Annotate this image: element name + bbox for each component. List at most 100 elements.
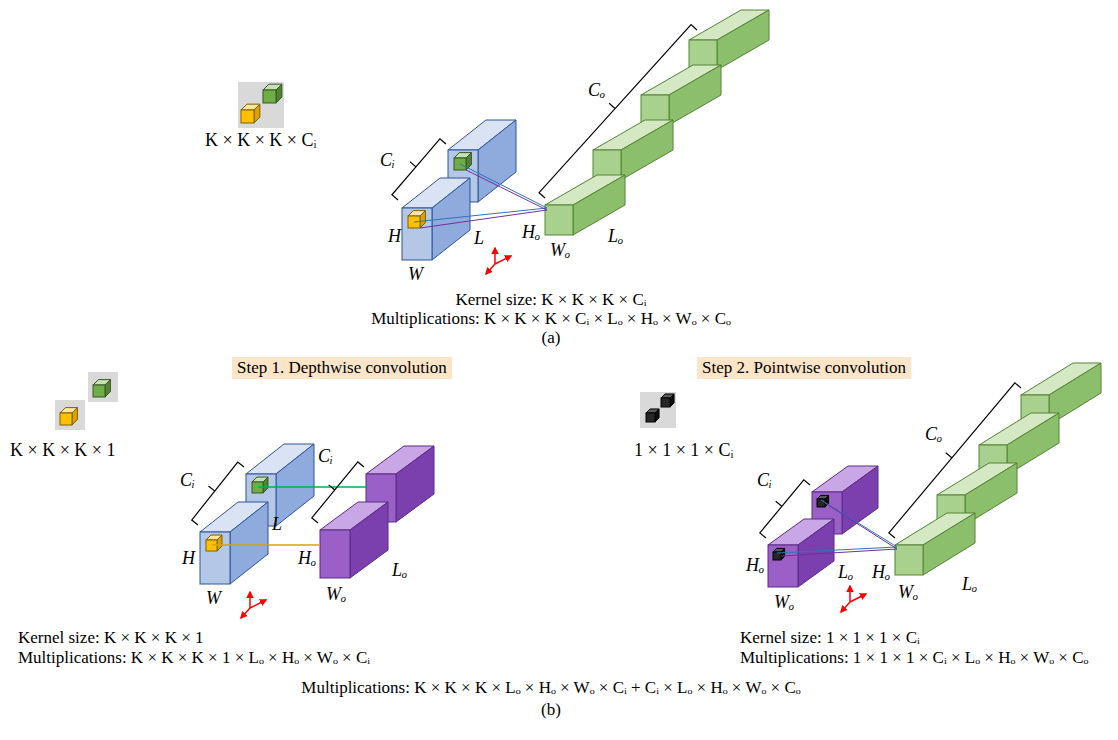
output-feature-map — [689, 10, 769, 70]
axis-arrow — [494, 248, 496, 264]
axis-arrow — [486, 264, 495, 274]
caption-text: Multiplications: K × K × K × Lₒ × Hₒ × W… — [301, 678, 800, 698]
dimension-label: Wₒ — [326, 584, 346, 605]
dimension-label: Cᵢ — [318, 446, 333, 467]
projection-line — [258, 486, 366, 488]
bracket — [889, 383, 1021, 538]
box-front — [895, 545, 923, 575]
dimension-label: K × K × K × 1 — [10, 440, 115, 461]
caption-text: (b) — [541, 700, 561, 720]
kernel-background — [640, 392, 676, 428]
kernel-background — [55, 400, 85, 430]
dimension-label: Cᵢ — [380, 150, 395, 171]
bracket — [312, 462, 364, 523]
kernel-cube — [646, 409, 659, 422]
dimension-label: Cᵢ — [757, 470, 772, 491]
box-side — [396, 446, 434, 522]
box-side — [717, 10, 769, 70]
box-side — [350, 502, 388, 578]
box-front — [661, 398, 670, 407]
box-front — [402, 208, 432, 260]
output-feature-map — [895, 513, 975, 575]
kernel-cube — [241, 104, 260, 123]
axis-arrow — [849, 586, 851, 602]
dimension-label: L — [272, 514, 282, 535]
kernel-cube — [773, 548, 785, 560]
projection-line — [821, 500, 897, 547]
kernel-cube — [60, 408, 77, 425]
box-front — [768, 545, 798, 587]
box-front — [646, 413, 655, 422]
dimension-label: Cₒ — [925, 424, 942, 445]
projection-line — [212, 544, 320, 546]
box-side — [72, 408, 77, 425]
caption-text: Kernel size: K × K × K × 1 — [18, 628, 204, 648]
axis-arrows — [486, 248, 511, 274]
dimension-label: Wₒ — [550, 240, 570, 261]
box-side — [923, 513, 975, 575]
caption-text: Multiplications: K × K × K × 1 × Lₒ × Hₒ… — [18, 648, 370, 668]
box-side — [670, 394, 674, 407]
dimension-label: Wₒ — [898, 582, 918, 603]
box-side — [655, 409, 659, 422]
axis-arrow — [241, 608, 250, 618]
box-front — [263, 90, 276, 103]
kernel-cube — [206, 535, 222, 551]
input-channel — [402, 178, 470, 260]
box-side — [781, 548, 785, 560]
dimension-label: W — [206, 588, 221, 609]
output-feature-map — [641, 65, 721, 125]
box-side — [254, 104, 260, 123]
box-front — [200, 532, 230, 584]
dimension-label: H — [388, 226, 401, 247]
axis-arrow — [850, 594, 866, 602]
box-side — [276, 444, 314, 526]
dimension-label: 1 × 1 × 1 × Cᵢ — [634, 440, 733, 461]
axis-arrows — [241, 592, 266, 618]
box-front — [93, 385, 105, 397]
output-feature-map — [593, 120, 673, 180]
box-side — [621, 120, 673, 180]
dimension-label: Cᵢ — [180, 470, 195, 491]
projection-line — [460, 164, 547, 208]
dimension-label: Hₒ — [746, 555, 764, 576]
caption-text: Multiplications: K × K × K × Cᵢ × Lₒ × H… — [371, 309, 731, 329]
drawing — [55, 10, 1101, 618]
bracket — [539, 25, 697, 198]
kernel-cube — [93, 380, 110, 397]
kernel-cube — [408, 211, 425, 228]
dimension-label: Wₒ — [774, 592, 794, 613]
dimension-label: K × K × K × Cᵢ — [205, 130, 316, 151]
dimension-label: H — [182, 548, 195, 569]
box-side — [263, 477, 268, 493]
caption-text: Kernel size: K × K × K × Cᵢ — [455, 290, 646, 310]
axis-arrow — [495, 256, 511, 264]
kernel-cube — [263, 84, 282, 103]
box-side — [432, 178, 470, 260]
depthwise-output — [320, 502, 388, 578]
step-heading: Step 1. Depthwise convolution — [232, 357, 452, 379]
dimension-label: Hₒ — [298, 548, 316, 569]
caption-text: (a) — [542, 328, 561, 348]
box-front — [545, 205, 573, 235]
step-title: Step 1. Depthwise convolution — [237, 358, 447, 378]
dimension-label: W — [408, 264, 423, 285]
kernel-cube — [661, 394, 674, 407]
box-side — [217, 535, 222, 551]
caption-text: Kernel size: 1 × 1 × 1 × Cᵢ — [740, 628, 920, 648]
box-side — [230, 502, 268, 584]
box-side — [669, 65, 721, 125]
input-channel — [200, 502, 268, 584]
projection-line — [466, 170, 547, 210]
step-title: Step 2. Pointwise convolution — [702, 358, 906, 378]
kernel-cube — [252, 477, 268, 493]
step-heading: Step 2. Pointwise convolution — [697, 357, 911, 379]
box-front — [320, 530, 350, 578]
axis-arrow — [250, 600, 266, 608]
caption-text: Multiplications: 1 × 1 × 1 × Cᵢ × Lₒ × H… — [740, 648, 1088, 668]
dimension-label: L — [474, 228, 484, 249]
dimension-label: Hₒ — [872, 562, 890, 583]
kernel-cube — [454, 153, 471, 170]
dimension-label: Lₒ — [838, 562, 853, 583]
box-side — [105, 380, 110, 397]
